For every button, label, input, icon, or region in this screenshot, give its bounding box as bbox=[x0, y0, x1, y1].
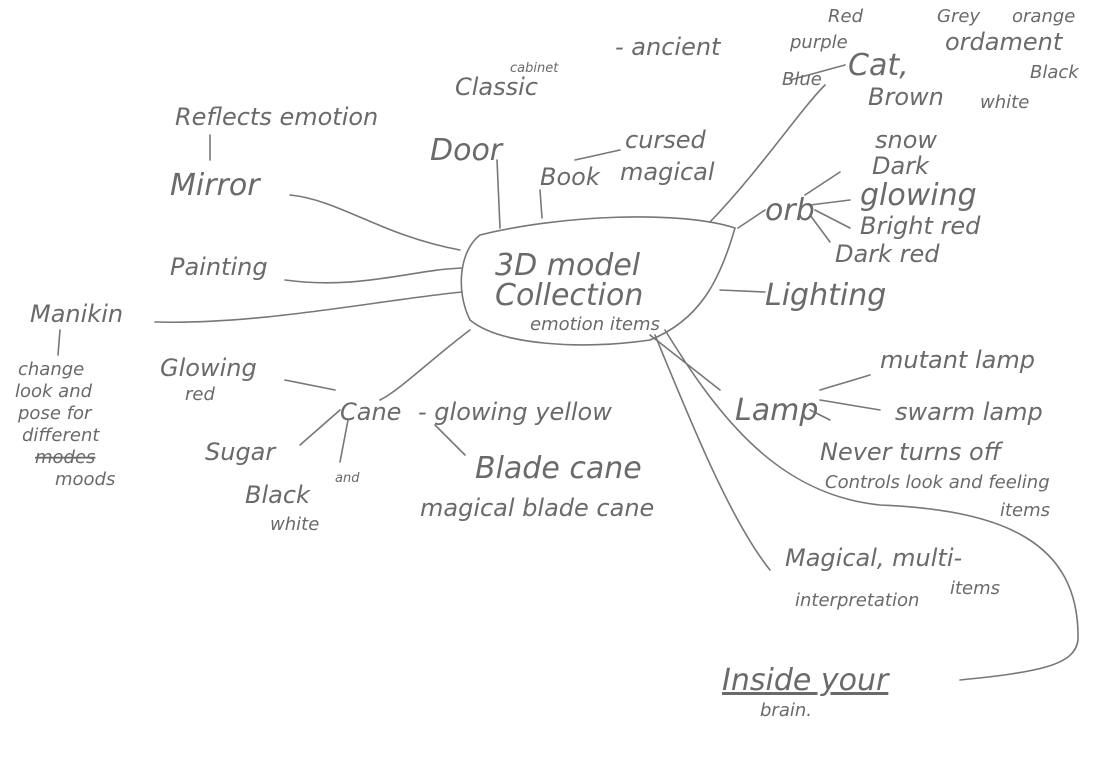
connectors bbox=[57, 64, 1079, 681]
center-subtitle: Collection bbox=[495, 278, 643, 313]
manikin-note-2: look and bbox=[15, 381, 93, 402]
manikin-note-5: modes bbox=[35, 447, 95, 468]
lamp-controls: Controls look and feeling bbox=[825, 472, 1050, 493]
orb-glowing: glowing bbox=[860, 178, 977, 213]
cat-color-grey: Grey bbox=[937, 6, 980, 27]
node-magical: Magical, multi- bbox=[785, 544, 962, 572]
manikin-note-3: pose for bbox=[17, 403, 93, 424]
cat-color-blue: Blue bbox=[782, 69, 822, 90]
door-note-cabinet: cabinet bbox=[510, 61, 559, 76]
orb-snow: snow bbox=[875, 126, 937, 154]
cat-color-purple: purple bbox=[789, 32, 848, 53]
cat-color-brown: Brown bbox=[868, 83, 944, 111]
cane-black: Black bbox=[245, 481, 311, 509]
manikin-note-4: different bbox=[22, 425, 100, 446]
node-lamp: Lamp bbox=[735, 393, 818, 428]
book-cursed: cursed bbox=[625, 126, 707, 154]
lamp-never-turns-off: Never turns off bbox=[820, 438, 1004, 466]
orb-bright-red: Bright red bbox=[860, 212, 981, 240]
lamp-mutant: mutant lamp bbox=[880, 346, 1035, 374]
center-bubble bbox=[460, 216, 736, 346]
cat-color-white: white bbox=[980, 92, 1029, 113]
cane-glowing-red-2: red bbox=[185, 384, 215, 405]
manikin-note-1: change bbox=[18, 359, 84, 380]
node-book: Book bbox=[540, 163, 601, 191]
magical-items: items bbox=[950, 578, 1000, 599]
cane-white: white bbox=[270, 514, 319, 535]
cane-glowing-red-1: Glowing bbox=[160, 354, 257, 382]
node-brain-line1: Inside your bbox=[722, 663, 890, 698]
cat-ornament: ordament bbox=[945, 28, 1064, 56]
node-lighting: Lighting bbox=[765, 278, 886, 313]
node-door: Door bbox=[430, 133, 504, 168]
door-note-classic: Classic bbox=[455, 73, 538, 101]
cane-magical-blade: magical blade cane bbox=[420, 494, 654, 522]
node-mirror: Mirror bbox=[170, 168, 261, 203]
orb-dark-red: Dark red bbox=[835, 240, 940, 268]
lamp-items: items bbox=[1000, 500, 1050, 521]
node-cane: Cane bbox=[340, 398, 401, 426]
cat-color-black: Black bbox=[1030, 62, 1080, 83]
center-title: 3D model bbox=[495, 248, 641, 283]
mirror-note: Reflects emotion bbox=[175, 103, 378, 131]
node-painting: Painting bbox=[170, 253, 268, 281]
node-orb: orb bbox=[765, 193, 815, 228]
book-magical: magical bbox=[620, 158, 715, 186]
center-note: emotion items bbox=[530, 314, 660, 335]
magical-interpretation: interpretation bbox=[795, 590, 919, 611]
lamp-swarm: swarm lamp bbox=[895, 398, 1043, 426]
orb-dark: Dark bbox=[872, 152, 930, 180]
node-cat: Cat, bbox=[848, 48, 909, 83]
cane-glowing-yellow: - glowing yellow bbox=[418, 398, 612, 426]
book-note: - ancient bbox=[615, 33, 722, 61]
cane-blade: Blade cane bbox=[475, 451, 642, 486]
manikin-note-6: moods bbox=[55, 469, 115, 490]
cane-sugar: Sugar bbox=[205, 438, 277, 466]
node-brain-line2: brain. bbox=[760, 700, 812, 721]
node-manikin: Manikin bbox=[30, 300, 123, 328]
cane-and: and bbox=[335, 471, 360, 486]
cat-color-orange: orange bbox=[1012, 6, 1075, 27]
cat-color-red: Red bbox=[828, 6, 864, 27]
